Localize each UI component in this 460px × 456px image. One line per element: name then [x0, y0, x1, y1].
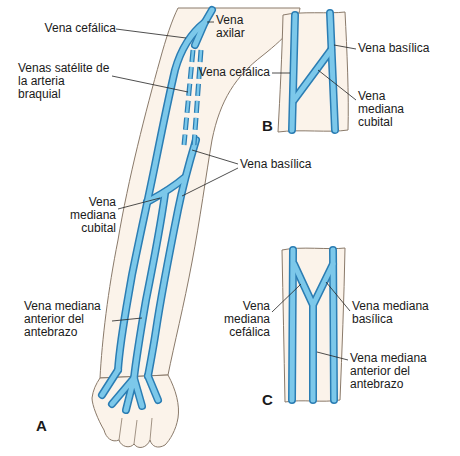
finger-line [119, 418, 152, 444]
vein-label: Vena mediana cubital [56, 196, 116, 235]
vein-label: Vena axilar [216, 14, 260, 40]
vein-label: Vena basílica [358, 42, 448, 55]
vein-label: Vena mediana anterior del antebrazo [24, 300, 110, 339]
vein-label: Vena mediana anterior del antebrazo [350, 352, 446, 391]
vein-label: Vena mediana basílica [352, 300, 444, 326]
vein-label: Vena cefálica [32, 22, 116, 35]
vein-label: Vena mediana cefálica [196, 300, 270, 339]
vein-label: Vena cefálica [190, 66, 270, 79]
panel-letter: A [36, 418, 54, 434]
forearm-segment [282, 248, 345, 402]
vein-label: Vena basílica [240, 158, 330, 171]
arm-outline [100, 8, 300, 378]
leader-line [112, 22, 356, 360]
panel-letter: B [262, 118, 280, 134]
vein-label: Venas satélite de la arteria braquial [18, 62, 110, 101]
forearm-segment [278, 12, 348, 132]
vein-label: Vena mediana cubital [358, 90, 418, 129]
panel-letter: C [262, 392, 280, 408]
